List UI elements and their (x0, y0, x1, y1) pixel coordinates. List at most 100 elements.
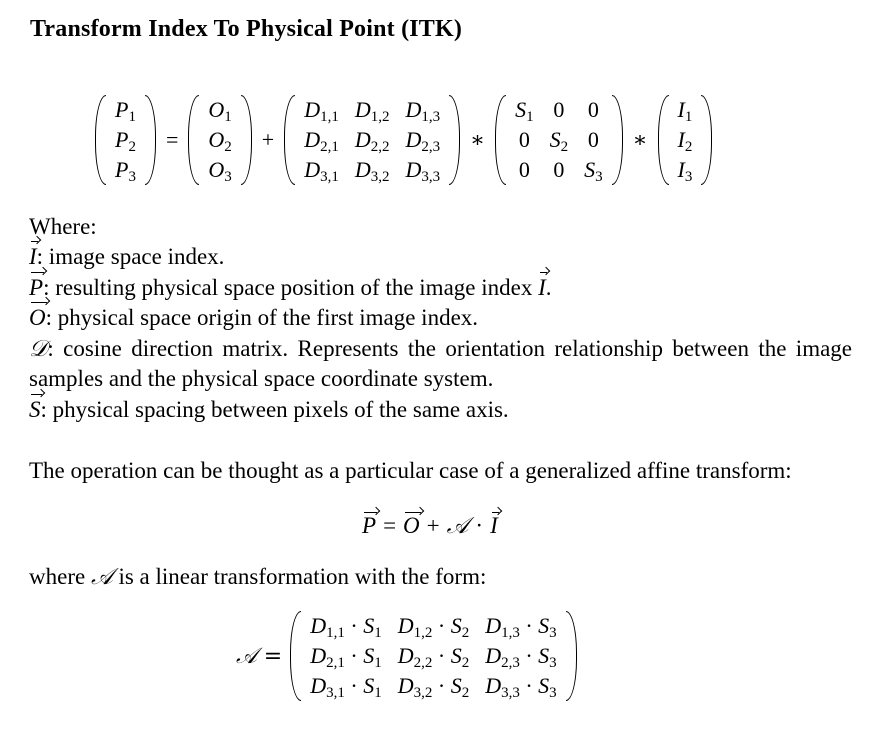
times-sign-2: ∗ (632, 127, 648, 152)
s-entry-zero: 0 (518, 157, 530, 182)
equals-sign: = (165, 127, 179, 152)
definition-text: : image space index. (36, 244, 225, 269)
a-entry-dot: · (432, 613, 451, 638)
a-entry-d-symbol: D (310, 673, 327, 698)
a-entry-d-symbol: D (397, 673, 414, 698)
a-symbol: 𝒜 (90, 564, 113, 590)
s-entry-zero: 0 (587, 127, 599, 152)
p-entry: P3 (107, 155, 144, 185)
s-entry-subscript: 2 (560, 139, 569, 155)
definition-text: : physical spacing between pixels of the… (40, 396, 509, 422)
a-entry-d-subscript: 2,3 (501, 655, 520, 671)
i-entry-symbol: I (677, 97, 685, 122)
s-entry: S2 (542, 125, 577, 155)
affine-equals: = (383, 513, 397, 538)
s-entry-subscript: 3 (595, 169, 603, 185)
affine-i: I (490, 512, 499, 538)
definition-symbol: S (29, 393, 41, 426)
a-entry-s-symbol: S (363, 613, 375, 638)
d-entry-subscript: 2,1 (320, 139, 339, 155)
o-entry-subscript: 1 (224, 109, 232, 125)
definition-symbol: O (29, 302, 47, 334)
a-entry: D3,1 · S1 (302, 671, 389, 701)
a-entry-s-subscript: 1 (374, 625, 382, 641)
o-entry-subscript: 2 (224, 139, 232, 155)
i-entry: I3 (670, 155, 701, 185)
a-entry-s-subscript: 3 (549, 685, 557, 701)
s-entry-zero: 0 (587, 97, 599, 122)
a-entry-s-symbol: S (450, 643, 462, 668)
s-entry: S1 (507, 95, 542, 125)
o-entry-symbol: O (208, 157, 225, 182)
a-entry-d-symbol: D (397, 613, 414, 638)
definition-tail-symbol: I (538, 271, 547, 304)
p-entry-symbol: P (115, 157, 129, 182)
a-entry-d-subscript: 1,2 (413, 625, 433, 641)
o-entry: O2 (200, 125, 239, 155)
definition-symbol: P (29, 271, 45, 304)
a-entry-s-symbol: S (450, 673, 462, 698)
i-entry-symbol: I (677, 157, 685, 182)
affine-dot: · (475, 513, 484, 538)
a-entry-s-symbol: S (363, 673, 375, 698)
d-entry: D3,2 (347, 155, 398, 185)
a-entry-s-symbol: S (450, 613, 462, 638)
s-entry: 0 (507, 125, 542, 155)
a-entry-d-subscript: 3,2 (413, 685, 433, 701)
p-entry-subscript: 1 (128, 109, 136, 125)
p-entry: P1 (107, 95, 144, 125)
affine-plus: + (426, 513, 440, 538)
d-entry-subscript: 3,1 (320, 169, 339, 185)
d-entry-symbol: D (405, 157, 422, 182)
d-entry-subscript: 1,3 (421, 109, 441, 125)
d-entry: D1,3 (397, 95, 448, 125)
d-entry: D2,3 (397, 125, 448, 155)
i-entry-subscript: 2 (684, 139, 693, 155)
definition-item: S: physical spacing between pixels of th… (29, 393, 852, 426)
d-entry-subscript: 2,3 (421, 139, 441, 155)
i-entry-subscript: 3 (684, 169, 693, 185)
a-entry-dot: · (519, 643, 539, 668)
a-entry-dot: · (519, 613, 539, 638)
definition-symbol: I (29, 241, 38, 273)
where-a-prefix: where (29, 564, 91, 589)
o-entry-symbol: O (208, 127, 225, 152)
a-entry-s-subscript: 1 (374, 685, 382, 701)
a-entry-s-subscript: 2 (461, 625, 470, 641)
definition-text: : cosine direction matrix. Represents th… (29, 335, 852, 392)
a-entry-s-subscript: 3 (549, 655, 557, 671)
o-entry: O1 (200, 95, 239, 125)
definition-symbol: 𝒟 (29, 335, 48, 362)
i-entry-subscript: 1 (684, 109, 693, 125)
p-entry: P2 (107, 125, 144, 155)
a-entry-d-symbol: D (485, 673, 502, 698)
a-entry-dot: · (344, 673, 364, 698)
d-entry-symbol: D (304, 157, 321, 182)
page-title: Transform Index To Physical Point (ITK) (30, 16, 463, 42)
d-entry: D2,1 (296, 125, 347, 155)
d-entry: D1,2 (347, 95, 398, 125)
d-entry-symbol: D (354, 157, 371, 182)
definition-tail: . (545, 274, 552, 300)
d-entry-subscript: 1,2 (370, 109, 390, 125)
a-entry-dot: · (344, 643, 364, 668)
a-entry-d-symbol: D (397, 643, 414, 668)
s-entry-symbol: S (549, 127, 561, 152)
d-entry-symbol: D (405, 97, 422, 122)
a-entry-s-symbol: S (538, 673, 550, 698)
affine-a: 𝒜 (446, 513, 469, 539)
a-entry: D2,3 · S3 (477, 641, 564, 671)
a-entry-d-symbol: D (310, 643, 327, 668)
a-entry-s-subscript: 2 (461, 655, 470, 671)
s-entry-subscript: 1 (526, 109, 534, 125)
where-label: Where: (29, 214, 97, 239)
d-entry-subscript: 3,3 (421, 169, 441, 185)
a-entry-d-symbol: D (310, 613, 327, 638)
definition-text: : physical space origin of the first ima… (45, 305, 479, 330)
d-entry: D3,3 (397, 155, 448, 185)
s-entry-symbol: S (515, 97, 527, 122)
a-entry-d-subscript: 1,1 (326, 625, 345, 641)
s-entry-zero: 0 (518, 127, 530, 152)
p-entry-subscript: 3 (128, 169, 136, 185)
